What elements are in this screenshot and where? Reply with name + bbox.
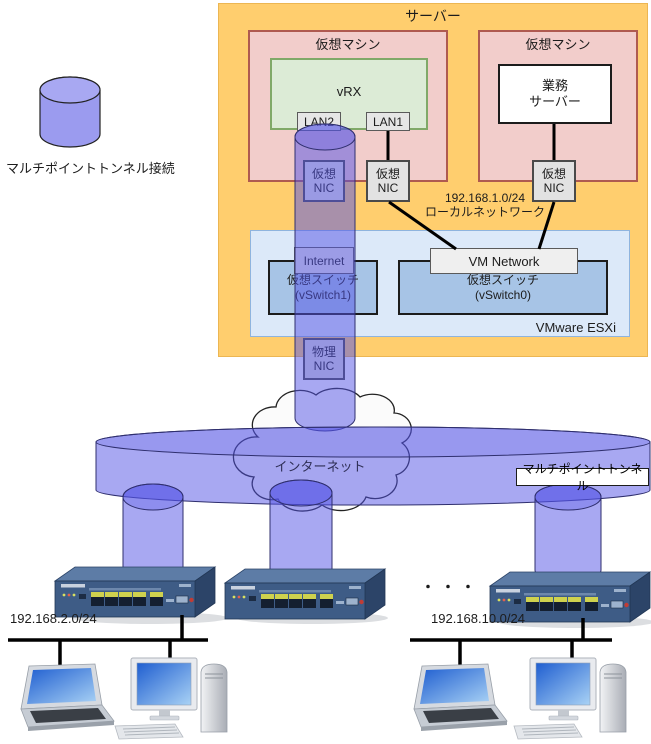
vm-left-title: 仮想マシン [315,37,381,52]
ellipsis-label: ・・・ [421,579,481,595]
vrx-label: vRX [336,84,362,99]
vm-right-title: 仮想マシン [525,37,591,52]
multipoint-tunnel-label: マルチポイントトンネル [516,462,649,493]
left-laptop-icon [20,663,115,732]
legend-tunnel-label: マルチポイントトンネル接続 [6,161,175,176]
left-subnet-label: 192.168.2.0/24 [10,611,97,626]
local-network-cidr: 192.168.1.0/24 [444,191,526,205]
legend-tunnel-cylinder [39,76,101,148]
virtual-nic-right: 仮想 NIC [532,160,576,202]
local-network-label: 192.168.1.0/24 ローカルネットワーク [412,191,558,220]
right-desktop-icon [513,657,627,740]
left-desktop-icon [114,657,228,740]
router-1-icon [54,566,216,618]
line-vnic-to-vmnetwork-right [537,201,556,250]
lan1-port: LAN1 [366,112,410,131]
server-title: サーバー [405,8,461,24]
business-server-box: 業務 サーバー [498,64,612,124]
branch-tunnel-cylinder-1 [122,483,184,586]
branch-tunnel-cylinder-3 [534,483,602,584]
esxi-label: VMware ESXi [535,320,616,335]
port-group-vm-network: VM Network [430,248,578,274]
virtual-nic-lan1: 仮想 NIC [366,160,410,202]
router-2-icon [224,568,386,620]
line-vnic-to-vmnetwork-left [388,200,457,251]
right-laptop-icon [413,663,508,732]
internet-cloud-label: インターネット [274,459,366,474]
server-tunnel-cylinder [294,123,356,432]
multipoint-tunnel-disc [95,426,651,506]
branch-tunnel-cylinder-2 [269,479,333,590]
local-network-name: ローカルネットワーク [424,205,545,220]
right-subnet-label: 192.168.10.0/24 [431,611,525,626]
